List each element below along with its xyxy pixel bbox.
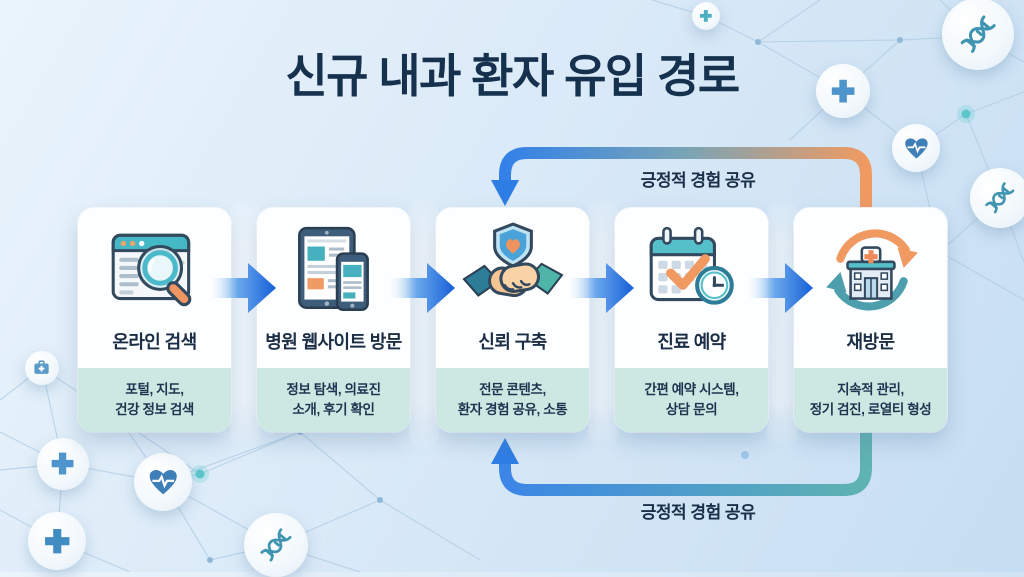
- bottom-loop-label: 긍정적 경험 공유: [640, 503, 756, 522]
- first-aid-kit-icon: [34, 360, 50, 375]
- hospital-revisit-cycle-icon: [825, 229, 918, 311]
- heartbeat-badge: [892, 124, 940, 172]
- step-card-revisit: 재방문 지속적 관리, 정기 검진, 로열티 형성: [794, 208, 947, 432]
- page-title: 신규 내과 환자 유입 경로: [285, 50, 740, 102]
- medical-cross-icon: [44, 528, 70, 554]
- heartbeat-badge: [134, 453, 192, 511]
- step-description: 포털, 지도, 건강 정보 검색: [78, 365, 231, 432]
- heartbeat-heart-icon: [904, 137, 928, 159]
- heartbeat-heart-icon: [149, 469, 177, 495]
- step-desc-line2: 소개, 후기 확인: [292, 402, 375, 417]
- step-card-online-search: 온라인 검색 포털, 지도, 건강 정보 검색: [78, 208, 231, 432]
- step-desc-line1: 간편 예약 시스템,: [644, 382, 739, 398]
- light-band: [230, 198, 260, 448]
- medical-cross-badge: [816, 64, 870, 118]
- medical-cross-icon: [52, 453, 74, 475]
- step-description: 정보 탐색, 의료진 소개, 후기 확인: [257, 365, 410, 432]
- dna-icon: [260, 528, 292, 562]
- dna-icon: [985, 182, 1015, 214]
- step-card-website-visit: 병원 웹사이트 방문 정보 탐색, 의료진 소개, 후기 확인: [257, 208, 410, 432]
- step-description: 지속적 관리, 정기 검진, 로열티 형성: [794, 365, 947, 432]
- step-description: 전문 콘텐츠, 환자 경험 공유, 소통: [436, 365, 589, 432]
- dna-icon: [960, 15, 996, 53]
- step-title: 진료 예약: [657, 332, 726, 352]
- step-title: 재방문: [846, 332, 895, 352]
- top-loop-label: 긍정적 경험 공유: [640, 171, 756, 190]
- step-desc-line1: 정보 탐색, 의료진: [286, 382, 381, 398]
- medical-cross-icon: [700, 10, 712, 22]
- tablet-phone-website-icon: [297, 226, 369, 312]
- flow-arrow-right-icon: [570, 263, 634, 313]
- step-title: 신뢰 구축: [478, 332, 547, 352]
- first-aid-kit-badge: [25, 351, 59, 385]
- medical-cross-badge: [37, 438, 89, 490]
- step-desc-line2: 상담 문의: [665, 402, 718, 417]
- medical-cross-badge: [692, 2, 720, 30]
- dna-badge: [244, 513, 308, 577]
- light-band: [409, 198, 439, 448]
- step-desc-line2: 정기 검진, 로열티 형성: [809, 402, 932, 417]
- step-card-appointment: 진료 예약 간편 예약 시스템, 상담 문의: [615, 208, 768, 432]
- step-desc-line1: 전문 콘텐츠,: [479, 382, 546, 398]
- calendar-check-clock-icon: [649, 226, 734, 305]
- medical-cross-icon: [831, 79, 855, 103]
- handshake-shield-heart-icon: [461, 222, 563, 298]
- browser-search-icon: [111, 233, 191, 307]
- light-band: [767, 198, 797, 448]
- dna-badge: [970, 168, 1024, 228]
- step-title: 병원 웹사이트 방문: [265, 332, 402, 352]
- medical-cross-badge: [28, 512, 86, 570]
- step-description: 간편 예약 시스템, 상담 문의: [615, 365, 768, 432]
- step-desc-line1: 포털, 지도,: [125, 382, 184, 398]
- dna-badge: [942, 0, 1014, 70]
- step-desc-line2: 건강 정보 검색: [115, 402, 194, 417]
- step-desc-line1: 지속적 관리,: [837, 382, 904, 398]
- light-band: [588, 198, 618, 448]
- flow-arrow-right-icon: [749, 263, 813, 313]
- step-card-trust-building: 신뢰 구축 전문 콘텐츠, 환자 경험 공유, 소통: [436, 208, 589, 432]
- flow-arrow-right-icon: [212, 263, 276, 313]
- step-desc-line2: 환자 경험 공유, 소통: [457, 402, 568, 417]
- step-title: 온라인 검색: [112, 332, 197, 352]
- flow-arrow-right-icon: [391, 263, 455, 313]
